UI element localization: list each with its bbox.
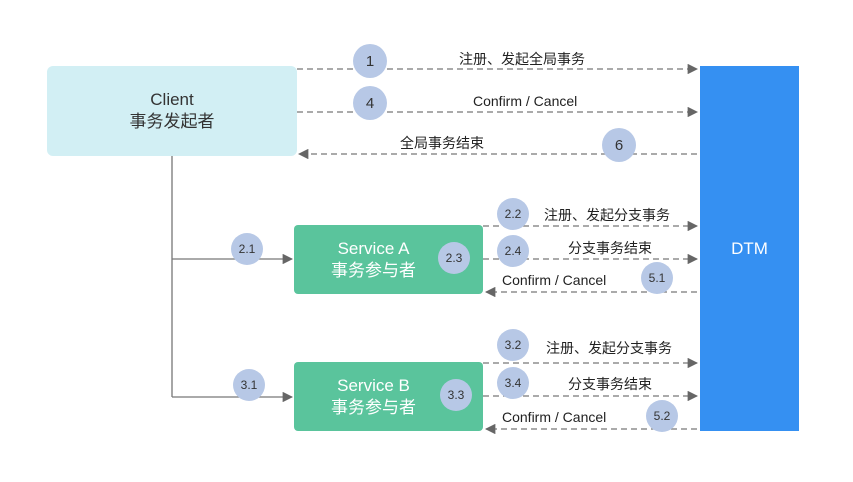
service-a-name: Service A [337,238,410,258]
step-badge-6: 6 [602,128,636,162]
step-label-2-2: 注册、发起分支事务 [544,207,670,223]
service-a-node: Service A 事务参与者 [294,225,483,294]
service-a-role: 事务参与者 [331,260,416,280]
step-badge-5-2: 5.2 [646,400,678,432]
step-label-1: 注册、发起全局事务 [459,51,585,67]
client-role: 事务发起者 [129,112,215,131]
step-label-5-1: Confirm / Cancel [502,272,607,288]
step-badge-3-4: 3.4 [497,367,529,399]
dtm-node: DTM [700,66,799,431]
client-name: Client [150,90,194,109]
service-b-name: Service B [337,375,410,395]
step-label-3-2: 注册、发起分支事务 [546,340,672,356]
step-badge-2-2: 2.2 [497,198,529,230]
step-badge-2-4: 2.4 [497,235,529,267]
step-badge-3-2: 3.2 [497,329,529,361]
step-badge-2-3: 2.3 [438,242,470,274]
step-label-5-2: Confirm / Cancel [502,409,607,425]
step-label-4: Confirm / Cancel [473,93,578,109]
step-badge-4: 4 [353,86,387,120]
step-label-3-4: 分支事务结束 [568,376,652,392]
step-label-2-4: 分支事务结束 [568,240,652,256]
step-badge-1: 1 [353,44,387,78]
service-b-role: 事务参与者 [331,397,416,417]
step-badge-2-1: 2.1 [231,233,263,265]
step-badge-3-3: 3.3 [440,379,472,411]
client-node: Client 事务发起者 [47,66,297,156]
step-label-6: 全局事务结束 [400,135,484,151]
step-badge-5-1: 5.1 [641,262,673,294]
dtm-name: DTM [731,238,768,258]
step-badge-3-1: 3.1 [233,369,265,401]
